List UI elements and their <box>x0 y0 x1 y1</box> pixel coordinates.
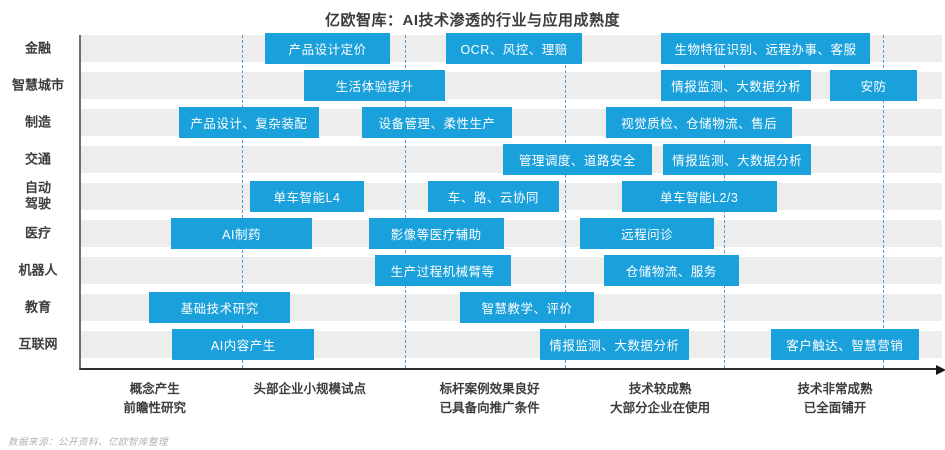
app-box: 远程问诊 <box>580 218 714 249</box>
industry-label: 自动 驾驶 <box>24 179 51 212</box>
industry-label-column: 金融智慧城市制造交通自动 驾驶医疗机器人教育互联网 <box>0 35 76 368</box>
industry-label: 医疗 <box>24 225 51 241</box>
industry-label: 机器人 <box>18 262 58 278</box>
row-band <box>81 257 942 284</box>
app-box: 仓储物流、服务 <box>603 255 739 286</box>
app-box: 情报监测、大数据分析 <box>663 144 812 175</box>
app-box: 智慧教学、评价 <box>459 292 595 323</box>
industry-label: 金融 <box>24 40 51 56</box>
app-box: AI制药 <box>171 218 312 249</box>
app-box: 设备管理、柔性生产 <box>361 107 513 138</box>
industry-label: 交通 <box>24 151 51 167</box>
app-box: 产品设计定价 <box>265 33 391 64</box>
app-box: OCR、风控、理赔 <box>446 33 583 64</box>
app-box: 单车智能L2/3 <box>621 181 777 212</box>
source-note: 数据来源：公开资料、亿欧智库整理 <box>8 437 169 448</box>
app-box: 客户触达、智慧营销 <box>770 329 919 360</box>
app-box: 情报监测、大数据分析 <box>539 329 689 360</box>
app-box: 管理调度、道路安全 <box>502 144 652 175</box>
app-box: 生产过程机械臂等 <box>374 255 511 286</box>
grid-line <box>883 35 885 368</box>
app-box: 视觉质检、仓储物流、售后 <box>606 107 793 138</box>
industry-label: 制造 <box>24 114 51 130</box>
row-band <box>81 72 942 99</box>
grid-line <box>242 35 243 368</box>
app-box: 生活体验提升 <box>303 70 446 101</box>
app-box: 产品设计、复杂装配 <box>179 107 319 138</box>
app-box: 安防 <box>830 70 918 101</box>
stage-label: 头部企业小规模试点 <box>253 382 366 396</box>
app-box: 基础技术研究 <box>149 292 291 323</box>
industry-label: 教育 <box>24 299 51 315</box>
app-box: 情报监测、大数据分析 <box>661 70 812 101</box>
x-axis-arrow-icon <box>936 365 945 375</box>
stage-label: 技术较成熟 大部分企业在使用 <box>610 382 711 416</box>
grid-line <box>404 35 406 368</box>
app-box: 生物特征识别、远程办事、客服 <box>661 33 870 64</box>
app-box: 单车智能L4 <box>249 181 365 212</box>
app-box: 车、路、云协同 <box>427 181 559 212</box>
industry-label: 智慧城市 <box>11 77 64 93</box>
maturity-stage-axis: 概念产生 前瞻性研究 头部企业小规模试点 标杆案例效果良好 已具备向推广条件 技术较成… <box>79 380 940 426</box>
industry-label: 互联网 <box>18 336 58 352</box>
app-box: 影像等医疗辅助 <box>368 218 504 249</box>
app-box: AI内容产生 <box>172 329 315 360</box>
chart-title: 亿欧智库：AI技术渗透的行业与应用成熟度 <box>324 12 620 29</box>
stage-label: 标杆案例效果良好 已具备向推广条件 <box>439 382 540 416</box>
stage-label: 概念产生 前瞻性研究 <box>123 382 187 416</box>
grid-line <box>564 35 566 368</box>
stage-label: 技术非常成熟 已全面铺开 <box>797 382 873 416</box>
